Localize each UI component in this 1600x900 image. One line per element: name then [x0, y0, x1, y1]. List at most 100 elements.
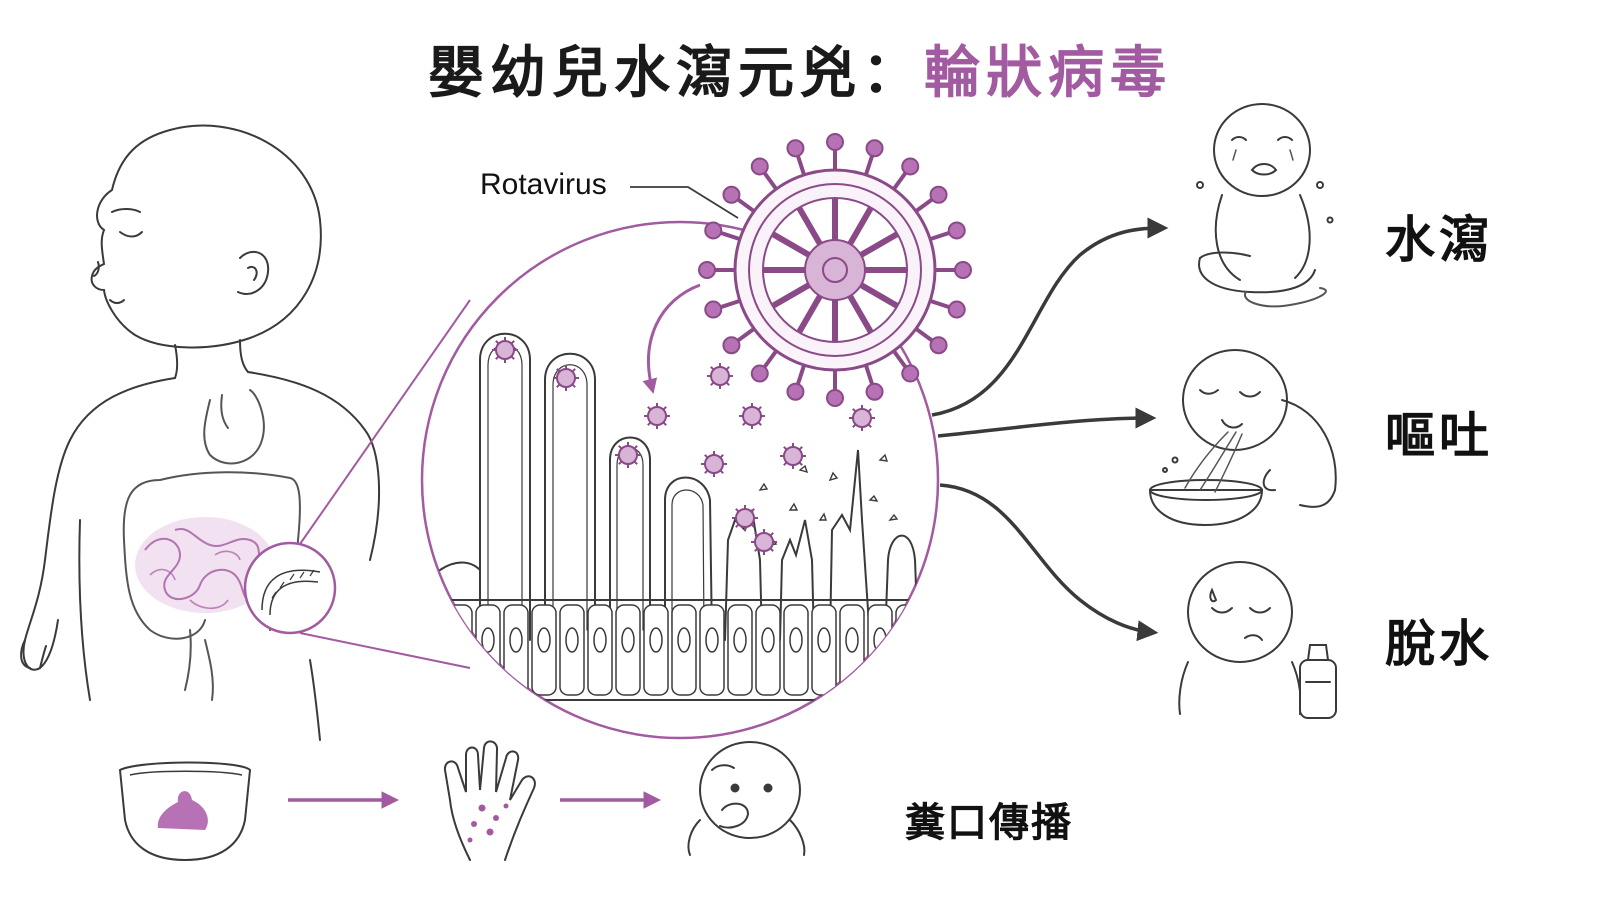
- small-virus-spike: [710, 366, 715, 371]
- small-virus-spike: [769, 532, 774, 537]
- small-virus: [742, 406, 762, 426]
- small-virus-spike: [754, 532, 759, 537]
- virus-spike-tip: [750, 364, 769, 383]
- small-virus-spike: [633, 460, 638, 465]
- small-virus-spike: [647, 406, 652, 411]
- small-virus-spike: [783, 461, 788, 466]
- small-virus: [754, 532, 774, 552]
- small-virus-spike: [662, 421, 667, 426]
- small-virus-spike: [510, 340, 515, 345]
- diaper-icon: [118, 761, 252, 862]
- small-virus-spike: [742, 406, 747, 411]
- small-virus-spike: [556, 383, 561, 388]
- small-virus-spike: [735, 508, 740, 513]
- virus-spike-tip: [929, 185, 948, 204]
- small-virus-spike: [852, 408, 857, 413]
- small-virus-spike: [867, 408, 872, 413]
- small-virus-spike: [704, 469, 709, 474]
- small-virus-spike: [852, 423, 857, 428]
- small-virus-spike: [798, 446, 803, 451]
- virus-spike-tip: [786, 382, 805, 401]
- virus-spike-tip: [901, 364, 920, 383]
- virus-spike-tip: [750, 157, 769, 176]
- intestine-zoom-inset: [243, 541, 337, 635]
- rotavirus-label-pointer: [630, 186, 739, 219]
- small-virus: [495, 340, 515, 360]
- title-highlight: 輪狀病毒: [924, 41, 1172, 106]
- small-virus-spike: [719, 454, 724, 459]
- small-virus: [852, 408, 872, 428]
- virus-spoke: [859, 282, 899, 309]
- virus-spike-tip: [826, 389, 844, 407]
- small-virus: [704, 454, 724, 474]
- zoom-connector: [299, 299, 471, 669]
- small-virus-spike: [571, 383, 576, 388]
- virus-spike-tip: [704, 300, 723, 319]
- baby-mouth-icon: [687, 741, 806, 856]
- small-virus-spike: [571, 368, 576, 373]
- virus-spoke: [796, 206, 823, 246]
- crying-baby-on-potty: [1196, 103, 1334, 308]
- transmission-label: 糞口傳播: [905, 800, 1073, 846]
- small-virus-spike: [757, 406, 762, 411]
- small-virus-spike: [783, 446, 788, 451]
- virus-spike-tip: [722, 336, 741, 355]
- title-main: 嬰幼兒水瀉元兇：: [428, 41, 924, 106]
- virus-spike-tip: [722, 185, 741, 204]
- baby-body-illustration: [20, 124, 381, 741]
- virus-spoke: [771, 282, 811, 309]
- virus-spike-tip: [826, 133, 844, 151]
- virus-spike-tip: [947, 300, 966, 319]
- small-virus: [556, 368, 576, 388]
- small-virus: [618, 445, 638, 465]
- small-virus-spike: [556, 368, 561, 373]
- small-virus-spike: [495, 355, 500, 360]
- small-virus-spike: [618, 445, 623, 450]
- small-intestine: [135, 517, 275, 613]
- symptom-dehydration-label: 脫水: [1385, 615, 1493, 673]
- virus-spike-tip: [865, 382, 884, 401]
- virus-spike-tip: [954, 261, 972, 279]
- virus-spike-tip: [865, 139, 884, 158]
- virus-spike-tip: [901, 157, 920, 176]
- virus-spike-tip: [929, 336, 948, 355]
- small-virus: [783, 446, 803, 466]
- small-virus-spike: [750, 508, 755, 513]
- small-virus-spike: [719, 469, 724, 474]
- small-virus-spike: [757, 421, 762, 426]
- virus-spoke: [847, 294, 874, 334]
- small-virus-spike: [510, 355, 515, 360]
- symptom-diarrhea-label: 水瀉: [1385, 211, 1493, 269]
- rotavirus-label: Rotavirus: [480, 168, 607, 201]
- symptom-vomiting-label: 嘔吐: [1385, 407, 1493, 465]
- small-virus-spike: [662, 406, 667, 411]
- small-virus-spike: [769, 547, 774, 552]
- small-virus-spike: [867, 423, 872, 428]
- virus-spike-tip: [947, 221, 966, 240]
- small-virus-spike: [704, 454, 709, 459]
- small-virus-spike: [618, 460, 623, 465]
- virus-spike-tip: [704, 221, 723, 240]
- small-virus-spike: [754, 547, 759, 552]
- small-virus: [710, 366, 730, 386]
- page-title: 嬰幼兒水瀉元兇：輪狀病毒: [0, 28, 1600, 109]
- virus-spoke: [859, 231, 899, 258]
- small-virus-spike: [495, 340, 500, 345]
- virus-spoke: [847, 206, 874, 246]
- virus-spike-tip: [786, 139, 805, 158]
- virus-spoke: [771, 231, 811, 258]
- virus-core: [822, 257, 848, 283]
- small-virus-spike: [725, 366, 730, 371]
- hand-icon: [443, 740, 536, 861]
- small-virus-spike: [633, 445, 638, 450]
- small-virus-spike: [735, 523, 740, 528]
- small-viruses: [492, 337, 875, 555]
- virus-spoke: [796, 294, 823, 334]
- small-virus-spike: [742, 421, 747, 426]
- virus-spike-tip: [698, 261, 716, 279]
- small-virus-spike: [710, 381, 715, 386]
- symptom-arrows: [931, 217, 1169, 642]
- small-virus: [647, 406, 667, 426]
- rotavirus-illustration: [698, 133, 972, 407]
